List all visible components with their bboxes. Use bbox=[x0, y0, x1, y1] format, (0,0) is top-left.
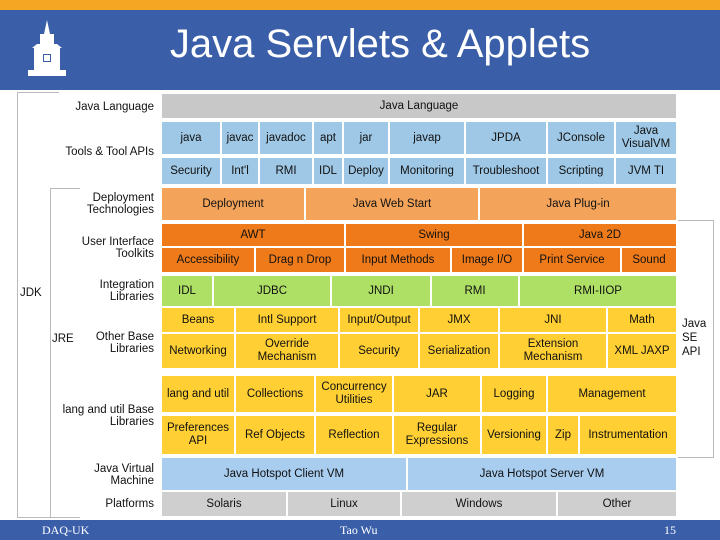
accent-bar bbox=[0, 0, 720, 10]
slide-footer: DAQ-UK Tao Wu 15 bbox=[0, 520, 720, 540]
cell-troubleshoot: Troubleshoot bbox=[466, 158, 546, 184]
cell-security: Security bbox=[340, 334, 418, 368]
cell-jdbc: JDBC bbox=[214, 276, 330, 306]
cell-image-io: Image I/O bbox=[452, 248, 522, 272]
cell-hotspot-client-vm: Java Hotspot Client VM bbox=[162, 458, 406, 490]
row-label-jvm: Java Virtual Machine bbox=[94, 463, 154, 487]
jre-bracket bbox=[50, 188, 80, 518]
java-se-api-bracket bbox=[678, 220, 714, 458]
cell-lang-and-util: lang and util bbox=[162, 376, 234, 412]
cell-java: java bbox=[162, 122, 220, 154]
row-label-deployment: Deployment Technologies bbox=[86, 192, 154, 216]
cell-jndi: JNDI bbox=[332, 276, 430, 306]
cell-java-plugin: Java Plug-in bbox=[480, 188, 676, 220]
row-label-ui-toolkits: User Interface Toolkits bbox=[81, 236, 154, 260]
cell-accessibility: Accessibility bbox=[162, 248, 254, 272]
row-label-tools: Tools & Tool APIs bbox=[65, 146, 154, 158]
cell-input-output: Input/Output bbox=[340, 308, 418, 332]
cell-javap: javap bbox=[390, 122, 464, 154]
cell-awt: AWT bbox=[162, 224, 344, 246]
cell-java-visualvm: Java VisualVM bbox=[616, 122, 676, 154]
cell-swing: Swing bbox=[346, 224, 522, 246]
cell-xml-jaxp: XML JAXP bbox=[608, 334, 676, 368]
cell-intl: Int'l bbox=[222, 158, 258, 184]
cell-rmi-tool: RMI bbox=[260, 158, 312, 184]
cell-java-2d: Java 2D bbox=[524, 224, 676, 246]
row-label-java-language: Java Language bbox=[75, 101, 154, 113]
cell-intl-support: Intl Support bbox=[236, 308, 338, 332]
cell-math: Math bbox=[608, 308, 676, 332]
java-se-api-label: Java SE API bbox=[682, 318, 707, 358]
cell-logging: Logging bbox=[482, 376, 546, 412]
row-label-other-base: Other Base Libraries bbox=[95, 331, 154, 355]
cell-ref-objects: Ref Objects bbox=[236, 416, 314, 454]
cell-input-methods: Input Methods bbox=[346, 248, 450, 272]
cell-concurrency-utilities: Concurrency Utilities bbox=[316, 376, 392, 412]
cell-serialization: Serialization bbox=[420, 334, 498, 368]
cell-versioning: Versioning bbox=[482, 416, 546, 454]
cell-print-service: Print Service bbox=[524, 248, 620, 272]
cell-java-web-start: Java Web Start bbox=[306, 188, 478, 220]
cell-management: Management bbox=[548, 376, 676, 412]
cell-apt: apt bbox=[314, 122, 342, 154]
cell-javac: javac bbox=[222, 122, 258, 154]
cell-jmx: JMX bbox=[420, 308, 498, 332]
cell-jar: jar bbox=[344, 122, 388, 154]
cell-hotspot-server-vm: Java Hotspot Server VM bbox=[408, 458, 676, 490]
cell-jvm-ti: JVM TI bbox=[616, 158, 676, 184]
university-logo-icon bbox=[28, 20, 66, 76]
jdk-label: JDK bbox=[20, 286, 42, 299]
cell-beans: Beans bbox=[162, 308, 234, 332]
cell-security-tool: Security bbox=[162, 158, 220, 184]
cell-networking: Networking bbox=[162, 334, 234, 368]
cell-rmi-iiop: RMI-IIOP bbox=[520, 276, 676, 306]
cell-jconsole: JConsole bbox=[548, 122, 614, 154]
slide-title: Java Servlets & Applets bbox=[169, 22, 591, 66]
cell-scripting: Scripting bbox=[548, 158, 614, 184]
footer-left: DAQ-UK bbox=[42, 523, 90, 537]
cell-other: Other bbox=[558, 492, 676, 516]
cell-jni: JNI bbox=[500, 308, 606, 332]
footer-center: Tao Wu bbox=[340, 523, 378, 537]
cell-collections: Collections bbox=[236, 376, 314, 412]
cell-override-mechanism: Override Mechanism bbox=[236, 334, 338, 368]
cell-deployment: Deployment bbox=[162, 188, 304, 220]
cell-monitoring: Monitoring bbox=[390, 158, 464, 184]
cell-javadoc: javadoc bbox=[260, 122, 312, 154]
cell-solaris: Solaris bbox=[162, 492, 286, 516]
row-label-integration: Integration Libraries bbox=[99, 279, 154, 303]
cell-idl-tool: IDL bbox=[314, 158, 342, 184]
row-label-lang-util: lang and util Base Libraries bbox=[62, 404, 154, 428]
cell-windows: Windows bbox=[402, 492, 556, 516]
cell-sound: Sound bbox=[622, 248, 676, 272]
cell-regular-expressions: Regular Expressions bbox=[394, 416, 480, 454]
cell-deploy: Deploy bbox=[344, 158, 388, 184]
cell-preferences-api: Preferences API bbox=[162, 416, 234, 454]
cell-java-language: Java Language bbox=[162, 94, 676, 118]
cell-idl: IDL bbox=[162, 276, 212, 306]
cell-linux: Linux bbox=[288, 492, 400, 516]
cell-rmi: RMI bbox=[432, 276, 518, 306]
cell-jar-lib: JAR bbox=[394, 376, 480, 412]
row-label-platforms: Platforms bbox=[105, 498, 154, 510]
cell-reflection: Reflection bbox=[316, 416, 392, 454]
cell-instrumentation: Instrumentation bbox=[580, 416, 676, 454]
cell-zip: Zip bbox=[548, 416, 578, 454]
jre-label: JRE bbox=[52, 332, 74, 345]
page-number: 15 bbox=[664, 523, 676, 537]
java-se-platform-diagram: JDK JRE Java Language Tools & Tool APIs … bbox=[14, 92, 718, 518]
cell-extension-mechanism: Extension Mechanism bbox=[500, 334, 606, 368]
cell-drag-n-drop: Drag n Drop bbox=[256, 248, 344, 272]
cell-jpda: JPDA bbox=[466, 122, 546, 154]
slide-header bbox=[0, 10, 720, 90]
